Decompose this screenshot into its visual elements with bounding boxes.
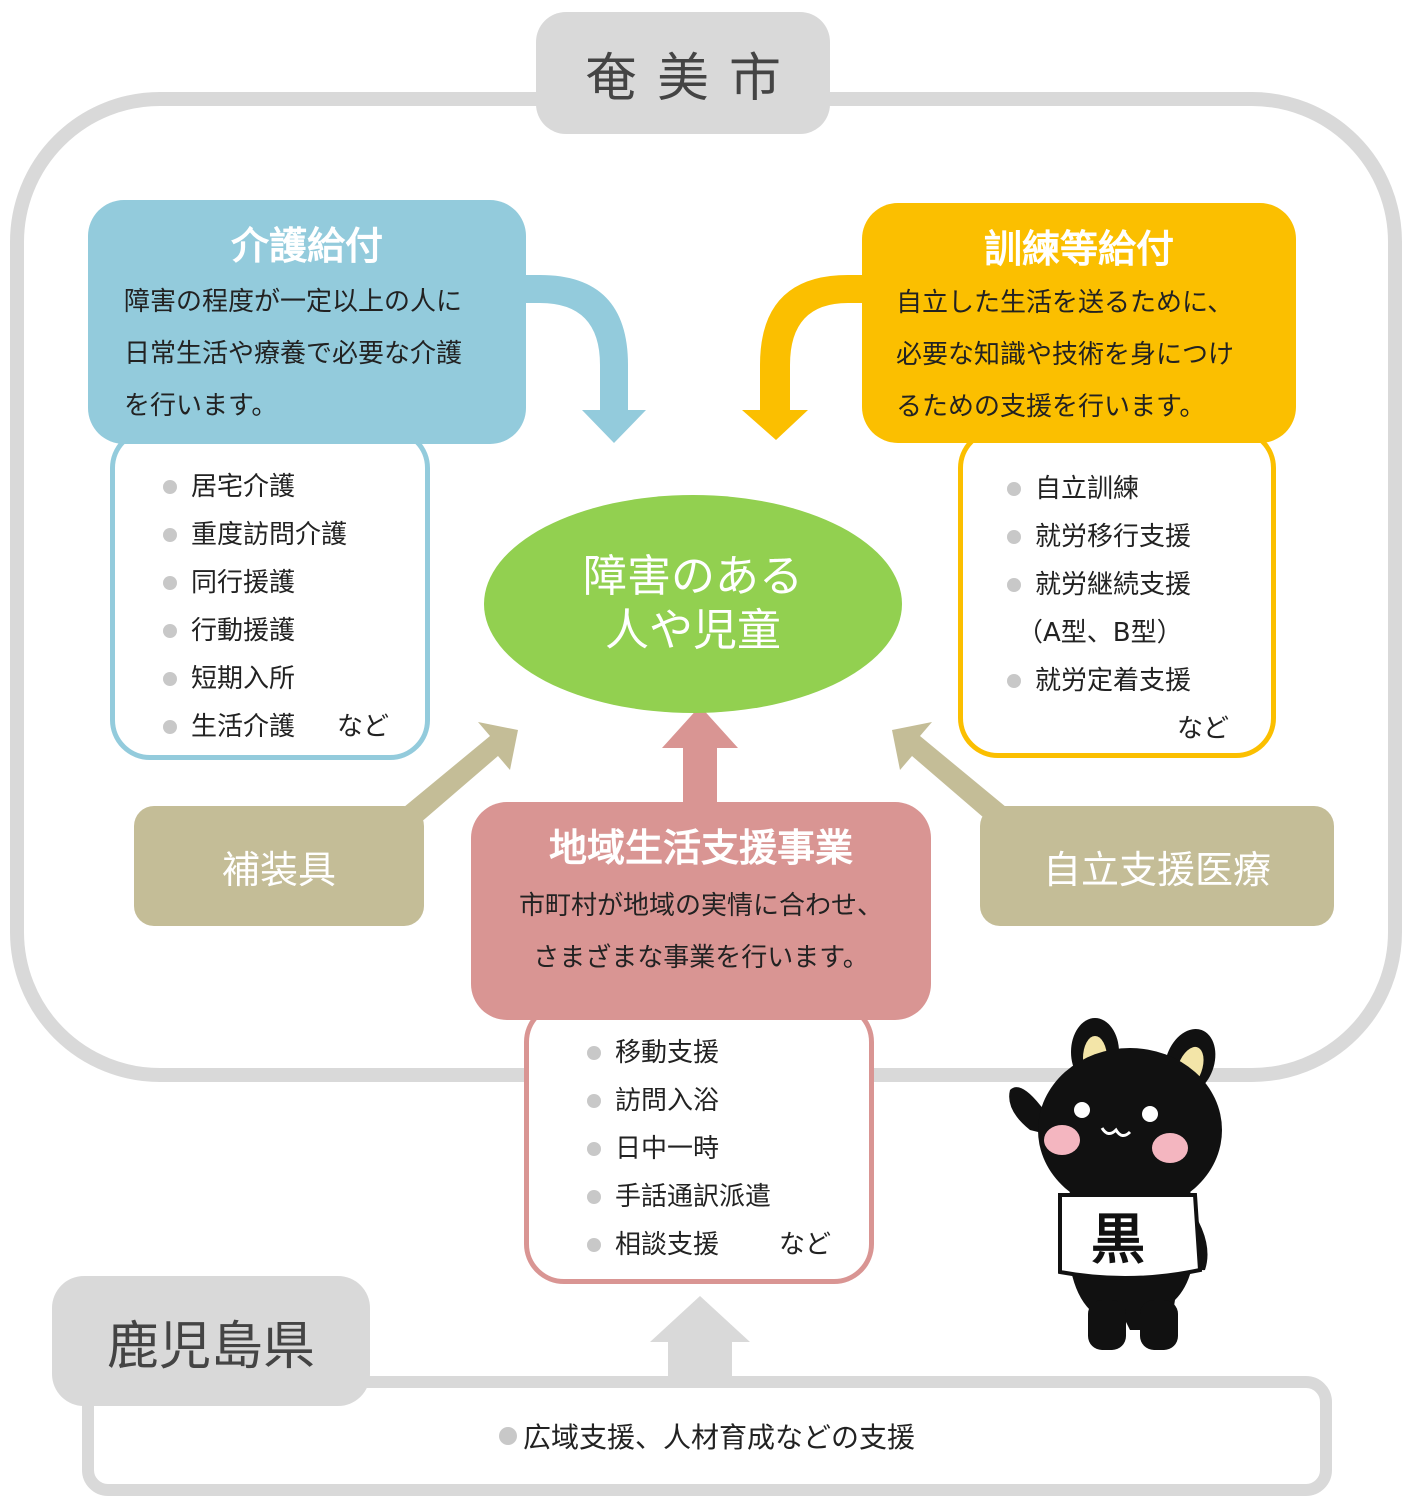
kunren-desc-line: 自立した生活を送るために、 <box>896 288 1234 318</box>
kaigo-desc-line: 日常生活や療養で必要な介護 <box>124 339 463 369</box>
bear-mascot-illustration: 黒 <box>1009 1018 1222 1350</box>
list-item: 日中一時 <box>587 1125 869 1173</box>
kunren-service-list: 自立訓練 就労移行支援 就労継続支援 （A型、B型） 就労定着支援 など <box>958 428 1276 758</box>
kunren-desc-line: 必要な知識や技術を身につけ <box>896 340 1235 370</box>
bullet-icon <box>1007 482 1021 496</box>
bullet-icon <box>1007 578 1021 592</box>
kaigo-desc-line: 障害の程度が一定以上の人に <box>124 287 463 317</box>
bullet-icon <box>587 1094 601 1108</box>
chiiki-service-list: 移動支援 訪問入浴 日中一時 手話通訳派遣 相談支援など <box>524 1002 874 1284</box>
list-item: 重度訪問介護 <box>163 511 425 559</box>
list-item: 行動援護 <box>163 607 425 655</box>
hosogu-box: 補装具 <box>134 806 424 926</box>
kaigo-arrow <box>520 275 646 443</box>
iryo-box: 自立支援医療 <box>980 806 1334 926</box>
list-item: 訪問入浴 <box>587 1077 869 1125</box>
list-item: 生活介護など <box>163 703 425 751</box>
list-item: 手話通訳派遣 <box>587 1173 869 1221</box>
bullet-icon <box>587 1046 601 1060</box>
list-suffix: など <box>337 712 390 742</box>
kunren-benefit-box: 訓練等給付 自立した生活を送るために、 必要な知識や技術を身につけ るための支援… <box>862 203 1296 443</box>
chiiki-desc-line: 市町村が地域の実情に合わせ、 <box>518 891 883 921</box>
kaigo-title: 介護給付 <box>230 224 383 268</box>
bullet-icon <box>587 1238 601 1252</box>
list-suffix-row: など <box>1007 705 1271 753</box>
city-frame <box>10 92 1402 1082</box>
bullet-icon <box>587 1142 601 1156</box>
kunren-desc-line: るための支援を行います。 <box>896 392 1206 422</box>
kaigo-desc-line: を行います。 <box>124 391 278 421</box>
list-suffix: など <box>779 1230 832 1260</box>
prefecture-support-text: 広域支援、人材育成などの支援 <box>522 1421 915 1454</box>
list-item: 移動支援 <box>587 1029 869 1077</box>
bullet-icon <box>1007 674 1021 688</box>
list-item: 短期入所 <box>163 655 425 703</box>
chiiki-title: 地域生活支援事業 <box>548 826 853 870</box>
bullet-icon <box>163 720 177 734</box>
bullet-icon <box>1007 530 1021 544</box>
center-target-ellipse: 障害のある 人や児童 <box>484 495 902 713</box>
prefecture-label: 鹿児島県 <box>52 1276 370 1406</box>
prefecture-support-frame: 広域支援、人材育成などの支援 <box>82 1376 1332 1496</box>
bullet-icon <box>163 624 177 638</box>
chiiki-desc-line: さまざまな事業を行います。 <box>533 943 869 973</box>
kunren-arrow <box>742 275 868 440</box>
chiiki-support-box: 地域生活支援事業 市町村が地域の実情に合わせ、 さまざまな事業を行います。 <box>471 802 931 1020</box>
bullet-icon <box>587 1190 601 1204</box>
bullet-icon <box>163 672 177 686</box>
center-label-line: 障害のある <box>583 551 803 602</box>
bullet-icon <box>163 480 177 494</box>
bullet-icon <box>498 1427 517 1445</box>
list-item: 居宅介護 <box>163 463 425 511</box>
list-item: 就労継続支援 <box>1007 561 1271 609</box>
city-label: 奄美市 <box>536 12 830 134</box>
kaigo-service-list: 居宅介護 重度訪問介護 同行援護 行動援護 短期入所 生活介護など <box>110 428 430 760</box>
list-suffix: など <box>1177 714 1230 744</box>
chiiki-arrow <box>662 706 738 805</box>
iryo-arrow <box>892 722 1012 830</box>
hosogu-arrow <box>398 722 518 830</box>
list-item: （A型、B型） <box>1017 618 1183 648</box>
prefecture-arrow <box>650 1296 750 1384</box>
list-item: 相談支援など <box>587 1221 869 1269</box>
list-item: 同行援護 <box>163 559 425 607</box>
center-label-line: 人や児童 <box>605 605 781 656</box>
bullet-icon <box>163 576 177 590</box>
mascot-badge-text: 黒 <box>1091 1208 1145 1271</box>
list-item: 就労移行支援 <box>1007 513 1271 561</box>
kaigo-benefit-box: 介護給付 障害の程度が一定以上の人に 日常生活や療養で必要な介護 を行います。 <box>88 200 526 444</box>
list-item: 就労定着支援 <box>1007 657 1271 705</box>
list-item: 自立訓練 <box>1007 465 1271 513</box>
bullet-icon <box>163 528 177 542</box>
kunren-title: 訓練等給付 <box>983 227 1174 271</box>
